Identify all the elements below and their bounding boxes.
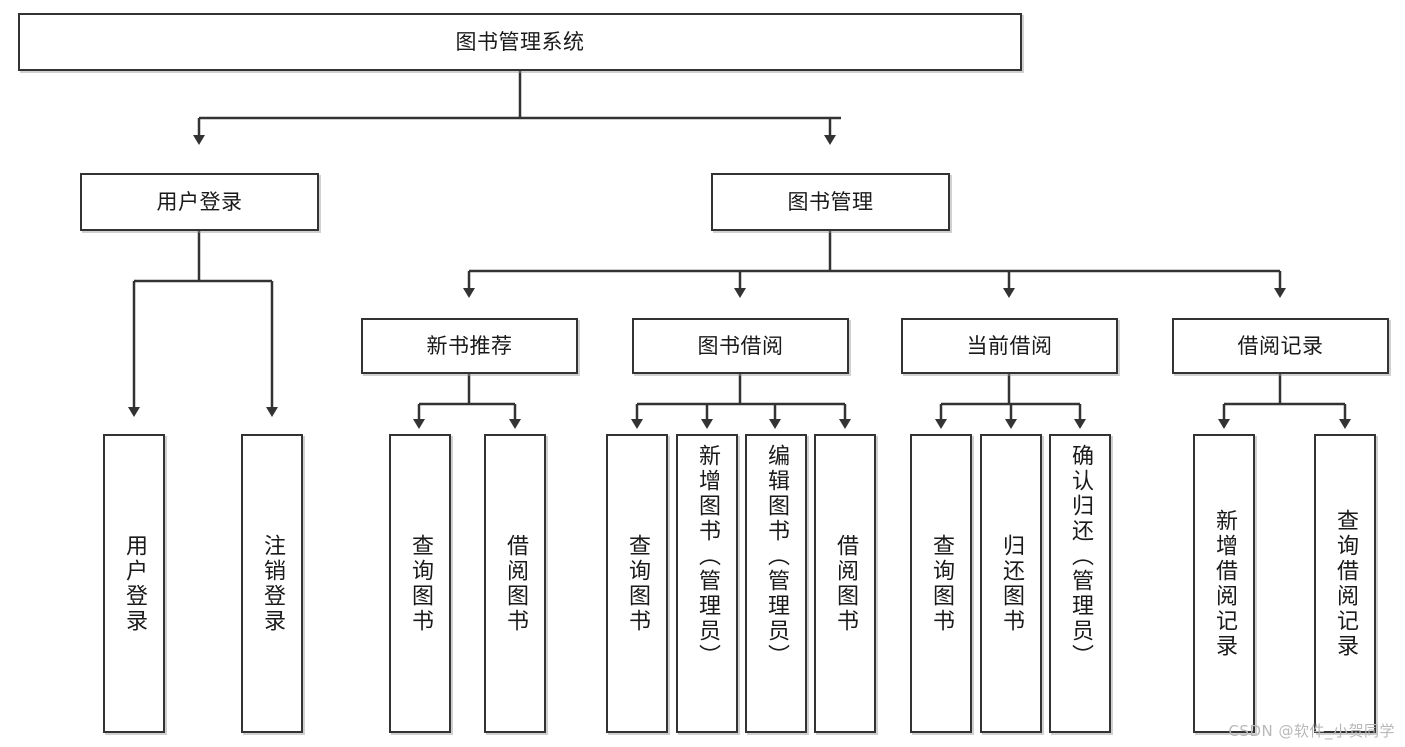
node-leaf-book-borrow-1[interactable]: 查询图书 xyxy=(606,434,668,733)
node-borrow-record-label: 借阅记录 xyxy=(1237,333,1324,358)
node-new-book-recommend[interactable]: 新书推荐 xyxy=(361,318,578,374)
node-leaf-new-book-1[interactable]: 查询图书 xyxy=(389,434,451,733)
node-leaf-book-borrow-2-label: 新增图书（管理员） xyxy=(695,444,720,669)
node-book-borrow[interactable]: 图书借阅 xyxy=(632,318,849,374)
node-new-book-recommend-label: 新书推荐 xyxy=(426,333,513,358)
node-leaf-book-borrow-4[interactable]: 借阅图书 xyxy=(814,434,876,733)
node-leaf-book-borrow-3-label: 编辑图书（管理员） xyxy=(764,444,789,669)
node-leaf-book-borrow-1-label: 查询图书 xyxy=(625,533,650,634)
node-root-label: 图书管理系统 xyxy=(455,29,585,54)
node-leaf-new-book-2[interactable]: 借阅图书 xyxy=(484,434,546,733)
node-leaf-current-borrow-3[interactable]: 确认归还（管理员） xyxy=(1049,434,1111,733)
node-leaf-book-borrow-2[interactable]: 新增图书（管理员） xyxy=(676,434,738,733)
node-book-manage-label: 图书管理 xyxy=(787,189,874,214)
node-leaf-borrow-record-2-label: 查询借阅记录 xyxy=(1333,508,1358,659)
node-leaf-new-book-2-label: 借阅图书 xyxy=(503,533,528,634)
node-leaf-book-borrow-4-label: 借阅图书 xyxy=(833,533,858,634)
node-leaf-user-login-1[interactable]: 用户登录 xyxy=(103,434,165,733)
node-leaf-user-login-2-label: 注销登录 xyxy=(260,533,285,634)
node-book-manage[interactable]: 图书管理 xyxy=(711,173,950,231)
node-root[interactable]: 图书管理系统 xyxy=(18,13,1022,71)
node-user-login-label: 用户登录 xyxy=(156,189,243,214)
node-leaf-current-borrow-2[interactable]: 归还图书 xyxy=(980,434,1042,733)
node-leaf-user-login-1-label: 用户登录 xyxy=(122,533,147,634)
node-leaf-user-login-2[interactable]: 注销登录 xyxy=(241,434,303,733)
node-leaf-borrow-record-1[interactable]: 新增借阅记录 xyxy=(1193,434,1255,733)
node-current-borrow-label: 当前借阅 xyxy=(966,333,1053,358)
node-leaf-borrow-record-1-label: 新增借阅记录 xyxy=(1212,508,1237,659)
node-leaf-new-book-1-label: 查询图书 xyxy=(408,533,433,634)
node-leaf-current-borrow-2-label: 归还图书 xyxy=(999,533,1024,634)
node-leaf-current-borrow-3-label: 确认归还（管理员） xyxy=(1068,444,1093,669)
node-leaf-book-borrow-3[interactable]: 编辑图书（管理员） xyxy=(745,434,807,733)
node-current-borrow[interactable]: 当前借阅 xyxy=(901,318,1118,374)
node-leaf-current-borrow-1[interactable]: 查询图书 xyxy=(910,434,972,733)
node-leaf-current-borrow-1-label: 查询图书 xyxy=(929,533,954,634)
node-book-borrow-label: 图书借阅 xyxy=(697,333,784,358)
node-borrow-record[interactable]: 借阅记录 xyxy=(1172,318,1389,374)
node-leaf-borrow-record-2[interactable]: 查询借阅记录 xyxy=(1314,434,1376,733)
node-user-login[interactable]: 用户登录 xyxy=(80,173,319,231)
